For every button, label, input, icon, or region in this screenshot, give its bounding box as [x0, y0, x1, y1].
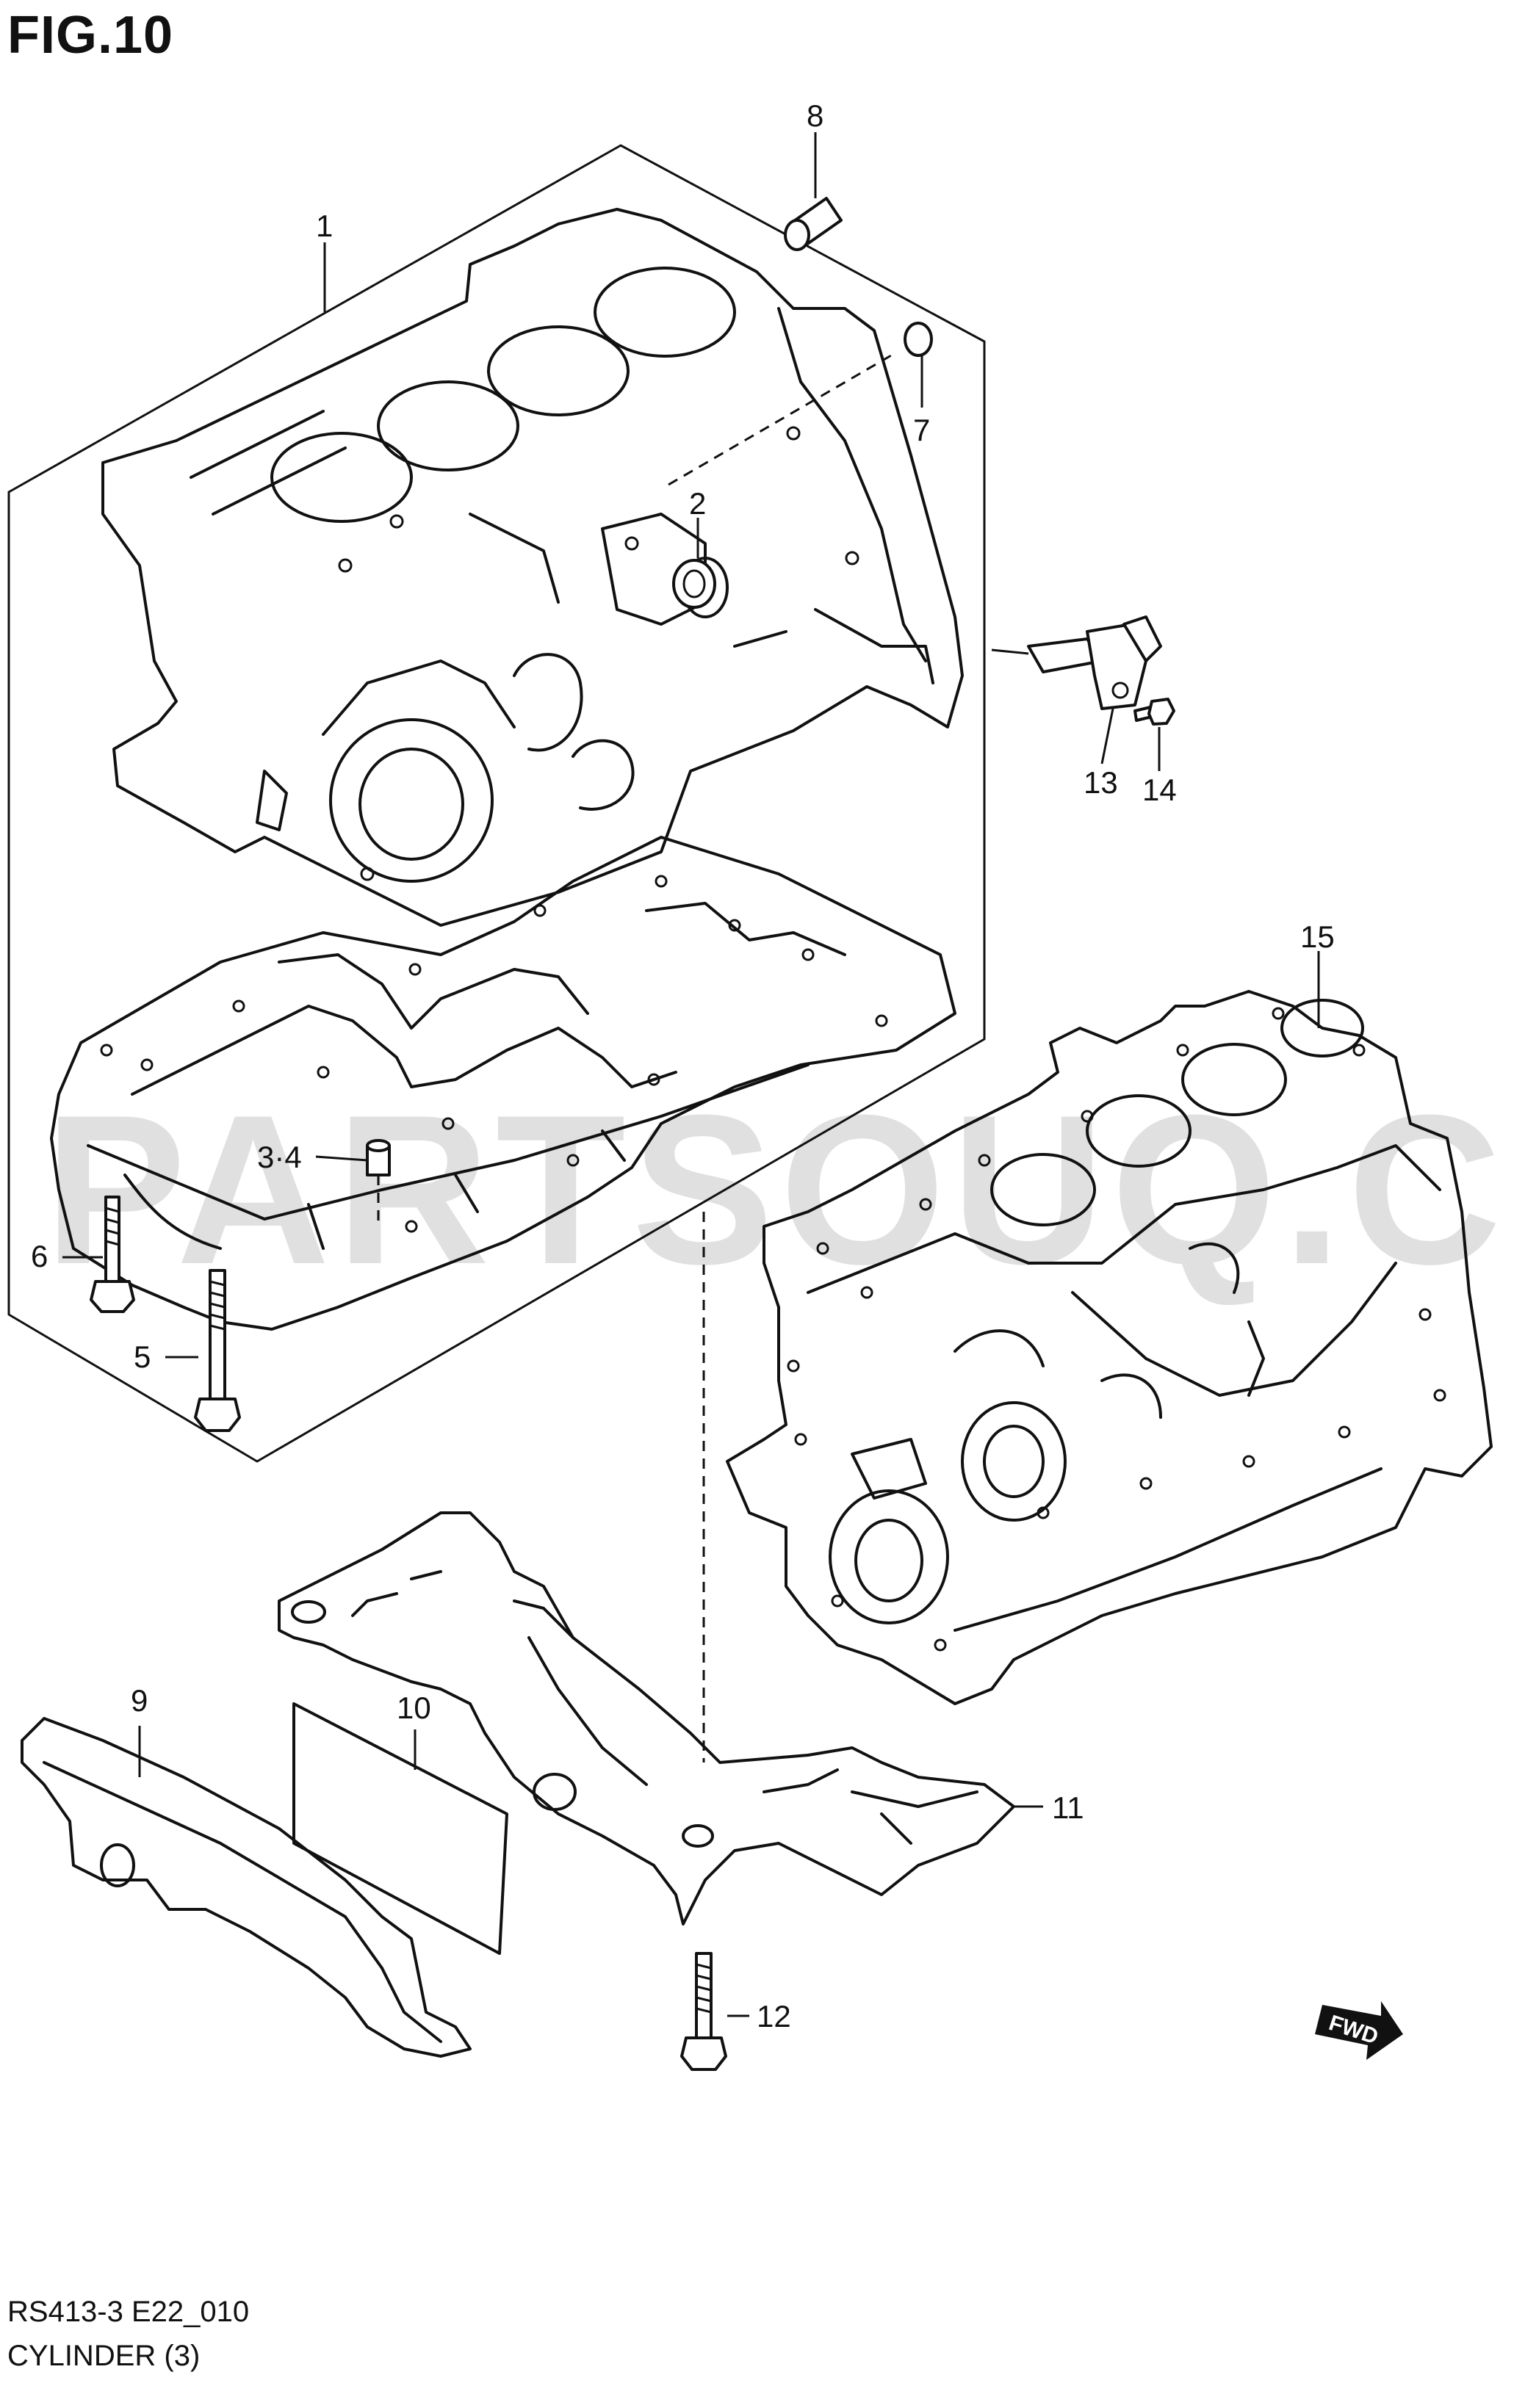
- short-bolt-part-6: [90, 1196, 135, 1313]
- plug-part-7: [904, 322, 933, 357]
- figure-caption: CYLINDER (3): [7, 2340, 201, 2372]
- callout-9: 9: [131, 1683, 148, 1718]
- long-bolt-part-5: [194, 1269, 241, 1432]
- cover-plate-part-9: [21, 1717, 472, 2058]
- gasket-sheet-part-10: [292, 1702, 508, 1955]
- sleeve-part-8: [784, 197, 843, 251]
- callout-2: 2: [689, 486, 706, 521]
- cylinder-block-assembly-part-15: [726, 990, 1493, 1705]
- assembly-frame-part-1: [7, 144, 986, 1463]
- oil-plug-part-2: [672, 559, 716, 609]
- callout-1: 1: [316, 209, 333, 243]
- callout-3-4: 3·4: [257, 1140, 302, 1174]
- watermark: PARTSOUQ.COM: [44, 1071, 1514, 1309]
- callout-11: 11: [1052, 1790, 1084, 1825]
- callout-8: 8: [807, 98, 823, 133]
- callout-15: 15: [1300, 919, 1335, 954]
- dowel-pin-part-3-4: [366, 1139, 391, 1226]
- callout-5: 5: [134, 1339, 151, 1374]
- bracket-part-11: [278, 1511, 1015, 1926]
- sensor-part-13: [991, 615, 1162, 710]
- callout-7: 7: [913, 413, 930, 447]
- figure-code: RS413-3 E22_010: [7, 2296, 250, 2328]
- callout-12: 12: [757, 1999, 791, 2033]
- callout-13: 13: [1084, 765, 1118, 800]
- leader-lines: [62, 132, 1320, 2017]
- small-bolt-part-14: [1133, 698, 1175, 726]
- fwd-direction-marker: FWD: [1315, 2001, 1403, 2060]
- callout-10: 10: [397, 1691, 431, 1725]
- lower-crankcase-part-1: [50, 836, 956, 1331]
- callout-6: 6: [31, 1239, 48, 1273]
- figure-title: FIG.10: [7, 6, 174, 65]
- cylinder-block-upper-part-1: [101, 208, 964, 927]
- callout-14: 14: [1142, 773, 1177, 807]
- bolt-part-12: [680, 1212, 727, 2071]
